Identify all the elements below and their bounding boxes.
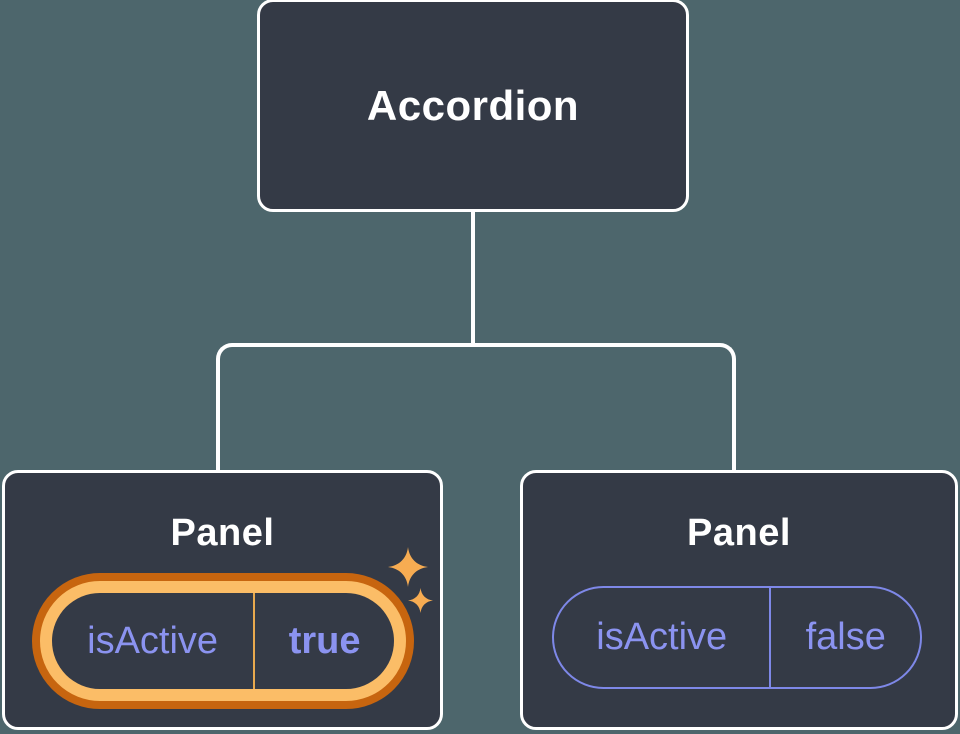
panel-node-inactive: Panel isActive false <box>520 470 958 730</box>
panel-node-active: Panel isActive true <box>2 470 443 730</box>
prop-value: true <box>288 619 361 662</box>
prop-pill-active: isActive true <box>32 573 414 709</box>
prop-name: isActive <box>87 619 219 662</box>
prop-value: false <box>805 616 886 658</box>
connector-stem <box>471 210 475 345</box>
prop-pill-divider <box>253 593 256 689</box>
accordion-node-label: Accordion <box>366 81 580 129</box>
connector-bracket <box>216 343 736 470</box>
prop-pill-divider <box>769 588 772 687</box>
prop-name: isActive <box>596 616 728 658</box>
accordion-node: Accordion <box>257 0 689 212</box>
prop-pill-active-inner: isActive true <box>52 593 394 689</box>
prop-pill-inactive: isActive false <box>552 586 922 689</box>
panel-node-label: Panel <box>170 512 275 554</box>
sparkle-icon <box>388 547 428 587</box>
sparkle-icon <box>408 588 433 613</box>
panel-node-label: Panel <box>687 512 791 554</box>
